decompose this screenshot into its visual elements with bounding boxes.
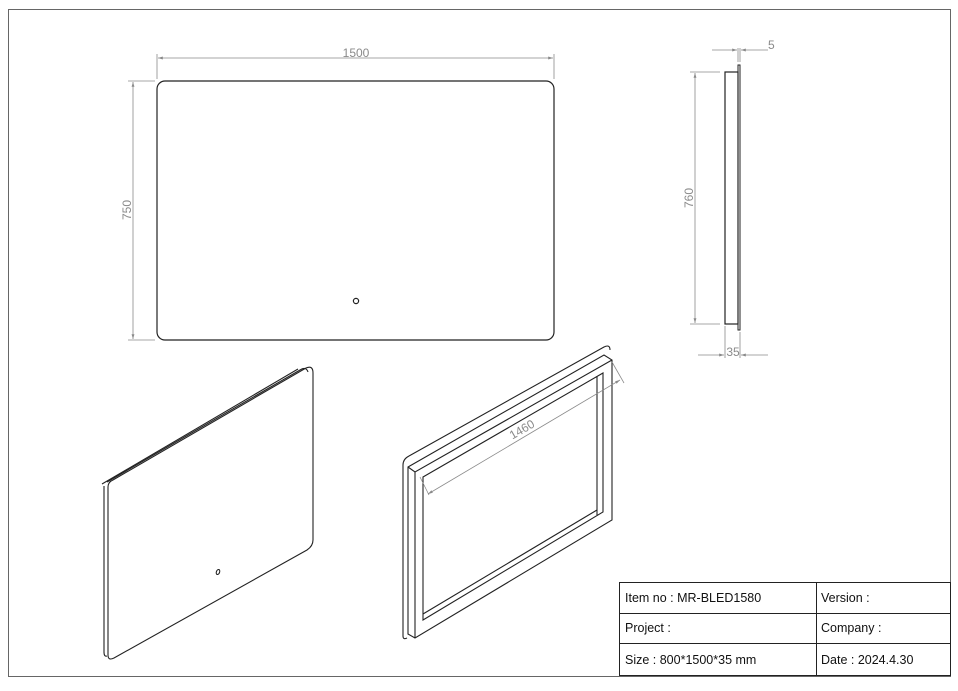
item-no: Item no : MR-BLED1580 xyxy=(620,583,817,614)
frame-outer xyxy=(407,354,613,639)
touch-sensor-icon xyxy=(352,297,360,305)
side-view: 760 5 35 xyxy=(682,38,775,359)
frame-inner xyxy=(422,372,604,621)
width-dimension: 1500 xyxy=(343,46,370,60)
company: Company : xyxy=(817,614,950,645)
frame-profile xyxy=(724,71,739,325)
side-height-dimension: 760 xyxy=(682,188,696,208)
front-isometric-view xyxy=(101,366,314,660)
back-isometric-view xyxy=(402,345,613,640)
inner-frame-dimension: 1460 xyxy=(419,361,625,496)
date: Date : 2024.4.30 xyxy=(821,652,914,667)
front-view: 1500 750 xyxy=(120,46,555,341)
height-dimension: 750 xyxy=(120,200,134,220)
touch-sensor-iso-icon xyxy=(215,568,221,576)
mirror-face xyxy=(107,366,314,660)
title-block: Item no : MR-BLED1580 Version : Project … xyxy=(619,582,951,676)
mirror-outline xyxy=(156,80,555,341)
depth-dimension: 35 xyxy=(726,345,740,359)
project: Project : xyxy=(620,613,817,645)
glass-thickness-dimension: 5 xyxy=(768,38,775,52)
glass-profile xyxy=(737,64,741,331)
version: Version : xyxy=(817,583,950,614)
sheet-border xyxy=(8,9,951,677)
size: Size : 800*1500*35 mm xyxy=(620,644,817,675)
